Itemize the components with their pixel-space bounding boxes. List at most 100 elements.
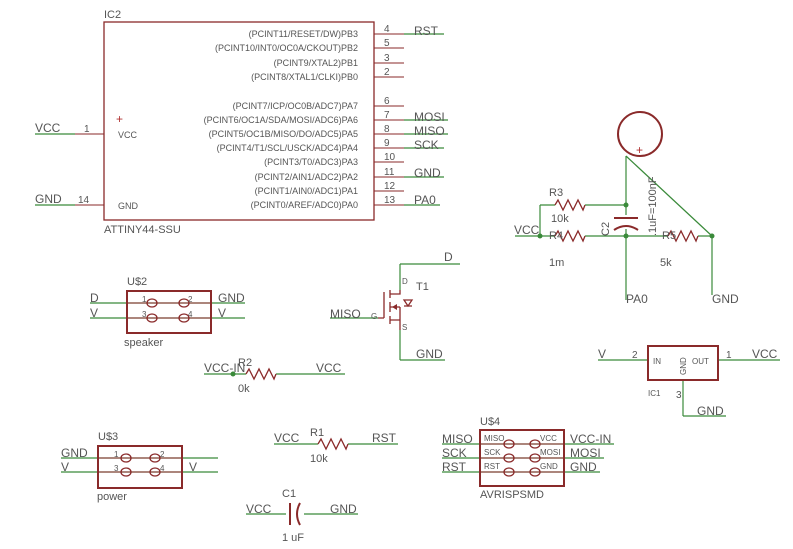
ic2-pin-pa1: (PCINT1/AIN0/ADC1)PA1	[255, 186, 358, 196]
power-connector[interactable]: 1 2 3 4 U$3 power GND V V	[61, 431, 218, 503]
ic2-pin-num-10: 10	[384, 152, 396, 163]
power-pad	[120, 467, 132, 477]
net-label-gnd-ic2: GND	[35, 192, 62, 206]
r2-name: R2	[238, 357, 252, 369]
net-label-vcc-c1: VCC	[246, 502, 272, 516]
power-pin-1: 1	[114, 450, 119, 459]
transistor-t1[interactable]: D G S T1 D MISO GND	[330, 250, 460, 361]
resistor-r2[interactable]: R2 0k VCC-IN VCC	[204, 357, 345, 395]
ic2-pin-pa0: (PCINT0/AREF/ADC0)PA0	[251, 200, 358, 210]
t1-d-pin: D	[402, 277, 408, 286]
net-label-vcc-ic2: VCC	[35, 121, 61, 135]
ic2-pin-num-7: 7	[384, 110, 390, 121]
t1-name: T1	[416, 281, 429, 293]
isp-value: AVRISPSMD	[480, 489, 544, 501]
voltage-regulator-ic1[interactable]: IN OUT GND 2 1 3 IC1 V VCC GND	[598, 345, 780, 418]
net-label-vcc-r1: VCC	[274, 431, 300, 445]
ic2-pin-vcc-name: VCC	[118, 130, 138, 140]
c1-name: C1	[282, 488, 296, 500]
r4-resistor	[554, 229, 586, 243]
net-label-pa0-sensor: PA0	[626, 292, 648, 306]
ic1-gnd-label: GND	[679, 357, 688, 375]
net-label-gnd-c1: GND	[330, 502, 357, 516]
isp-pin-gnd: GND	[540, 462, 558, 471]
t1-diode	[402, 299, 414, 308]
ic1-name: IC1	[648, 389, 661, 398]
c2-name: C2	[600, 222, 612, 236]
ic2-pin-gnd-name: GND	[118, 201, 139, 211]
ic2-pin-pa5: (PCINT5/OC1B/MISO/DO/ADC5)PA5	[209, 129, 358, 139]
ic2-plus-marker: +	[116, 112, 123, 126]
ic2-pin-num-9: 9	[384, 138, 390, 149]
r3-name: R3	[549, 187, 563, 199]
net-label-vcc-r2: VCC	[316, 361, 342, 375]
r3-resistor	[554, 198, 586, 212]
net-label-d-t1: D	[444, 250, 453, 264]
ic2-pin-num-8: 8	[384, 124, 390, 135]
t1-s-pin: S	[402, 323, 407, 332]
isp-pad	[529, 453, 541, 463]
net-label-gnd-sensor: GND	[712, 292, 739, 306]
r5-value: 5k	[660, 257, 672, 269]
isp-pad	[529, 439, 541, 449]
net-label-gnd-t1: GND	[416, 347, 443, 361]
junction-dot	[230, 371, 236, 377]
power-pad	[149, 453, 161, 463]
ic1-out-label: OUT	[692, 357, 709, 366]
ic2-pin-pb3: (PCINT11/RESET/DW)PB3	[249, 29, 358, 39]
r1-resistor	[317, 437, 349, 451]
speaker-body	[126, 290, 212, 334]
speaker-pad	[146, 298, 158, 308]
speaker-pin-3: 3	[142, 310, 147, 319]
net-label-v-speaker-right: V	[218, 306, 226, 320]
ic2-pin-num-11: 11	[384, 167, 395, 178]
speaker-label: speaker	[124, 337, 163, 349]
isp-header[interactable]: MISO VCC SCK MOSI RST GND U$4 AVRISPSMD …	[442, 416, 614, 501]
t1-terminals	[390, 290, 401, 330]
ic2-value: ATTINY44-SSU	[104, 224, 181, 236]
ic2-name: IC2	[104, 9, 121, 21]
net-label-gnd-reg: GND	[697, 404, 724, 418]
ic1-pin-out: 1	[726, 350, 732, 361]
power-label: power	[97, 491, 127, 503]
isp-pin-vcc: VCC	[540, 434, 557, 443]
ic2-pin-pb2: (PCINT10/INT0/OC0A/CKOUT)PB2	[215, 43, 358, 53]
power-pin-4: 4	[160, 464, 165, 473]
sensor-diag-wire	[625, 155, 713, 237]
capacitor-c1[interactable]: C1 1 uF VCC GND	[246, 488, 358, 544]
r4-value: 1m	[549, 257, 564, 269]
c1-value: 1 uF	[282, 532, 304, 544]
speaker-pad	[146, 313, 158, 323]
isp-pad	[503, 453, 515, 463]
junction-dot	[623, 202, 629, 208]
net-label-gnd-pa2: GND	[414, 166, 441, 180]
isp-pin-sck: SCK	[484, 448, 501, 457]
ic2-pin-pa6: (PCINT6/OC1A/SDA/MOSI/ADC6)PA6	[204, 115, 358, 125]
r4-name: R4	[549, 230, 563, 242]
net-label-mosi-isp: MOSI	[570, 446, 601, 460]
ic2-attiny44[interactable]: IC2 ATTINY44-SSU + 1 VCC VCC 14 GND GND	[35, 9, 448, 236]
speaker-name: U$2	[127, 276, 147, 288]
ic2-pin-num-2: 2	[384, 67, 390, 78]
isp-pin-miso: MISO	[484, 434, 504, 443]
isp-pin-rst: RST	[484, 462, 500, 471]
r1-value: 10k	[310, 453, 328, 465]
net-label-v-speaker-left: V	[90, 306, 98, 320]
net-label-v-power-left: V	[61, 460, 69, 474]
sensor-network[interactable]: + R3 10k R4 1m R5 5k C2 .1uF=100nF	[514, 111, 739, 306]
net-label-miso-isp: MISO	[442, 432, 473, 446]
net-label-mosi: MOSI	[414, 110, 445, 124]
net-label-vcc-in-isp: VCC-IN	[570, 432, 611, 446]
ic1-pin-gnd: 3	[676, 390, 682, 401]
resistor-r1[interactable]: R1 10k VCC RST	[274, 427, 398, 465]
sensor-plus: +	[636, 143, 643, 157]
ic1-in-label: IN	[653, 357, 661, 366]
power-pad	[120, 453, 132, 463]
speaker-connector[interactable]: 1 2 3 4 U$2 speaker D GND V V	[90, 276, 245, 349]
r3-value: 10k	[551, 213, 569, 225]
c2-value: .1uF=100nF	[647, 176, 659, 236]
ic2-pin-num-3: 3	[384, 53, 390, 64]
ic2-pin-num-12: 12	[384, 181, 396, 192]
r5-resistor	[667, 229, 699, 243]
